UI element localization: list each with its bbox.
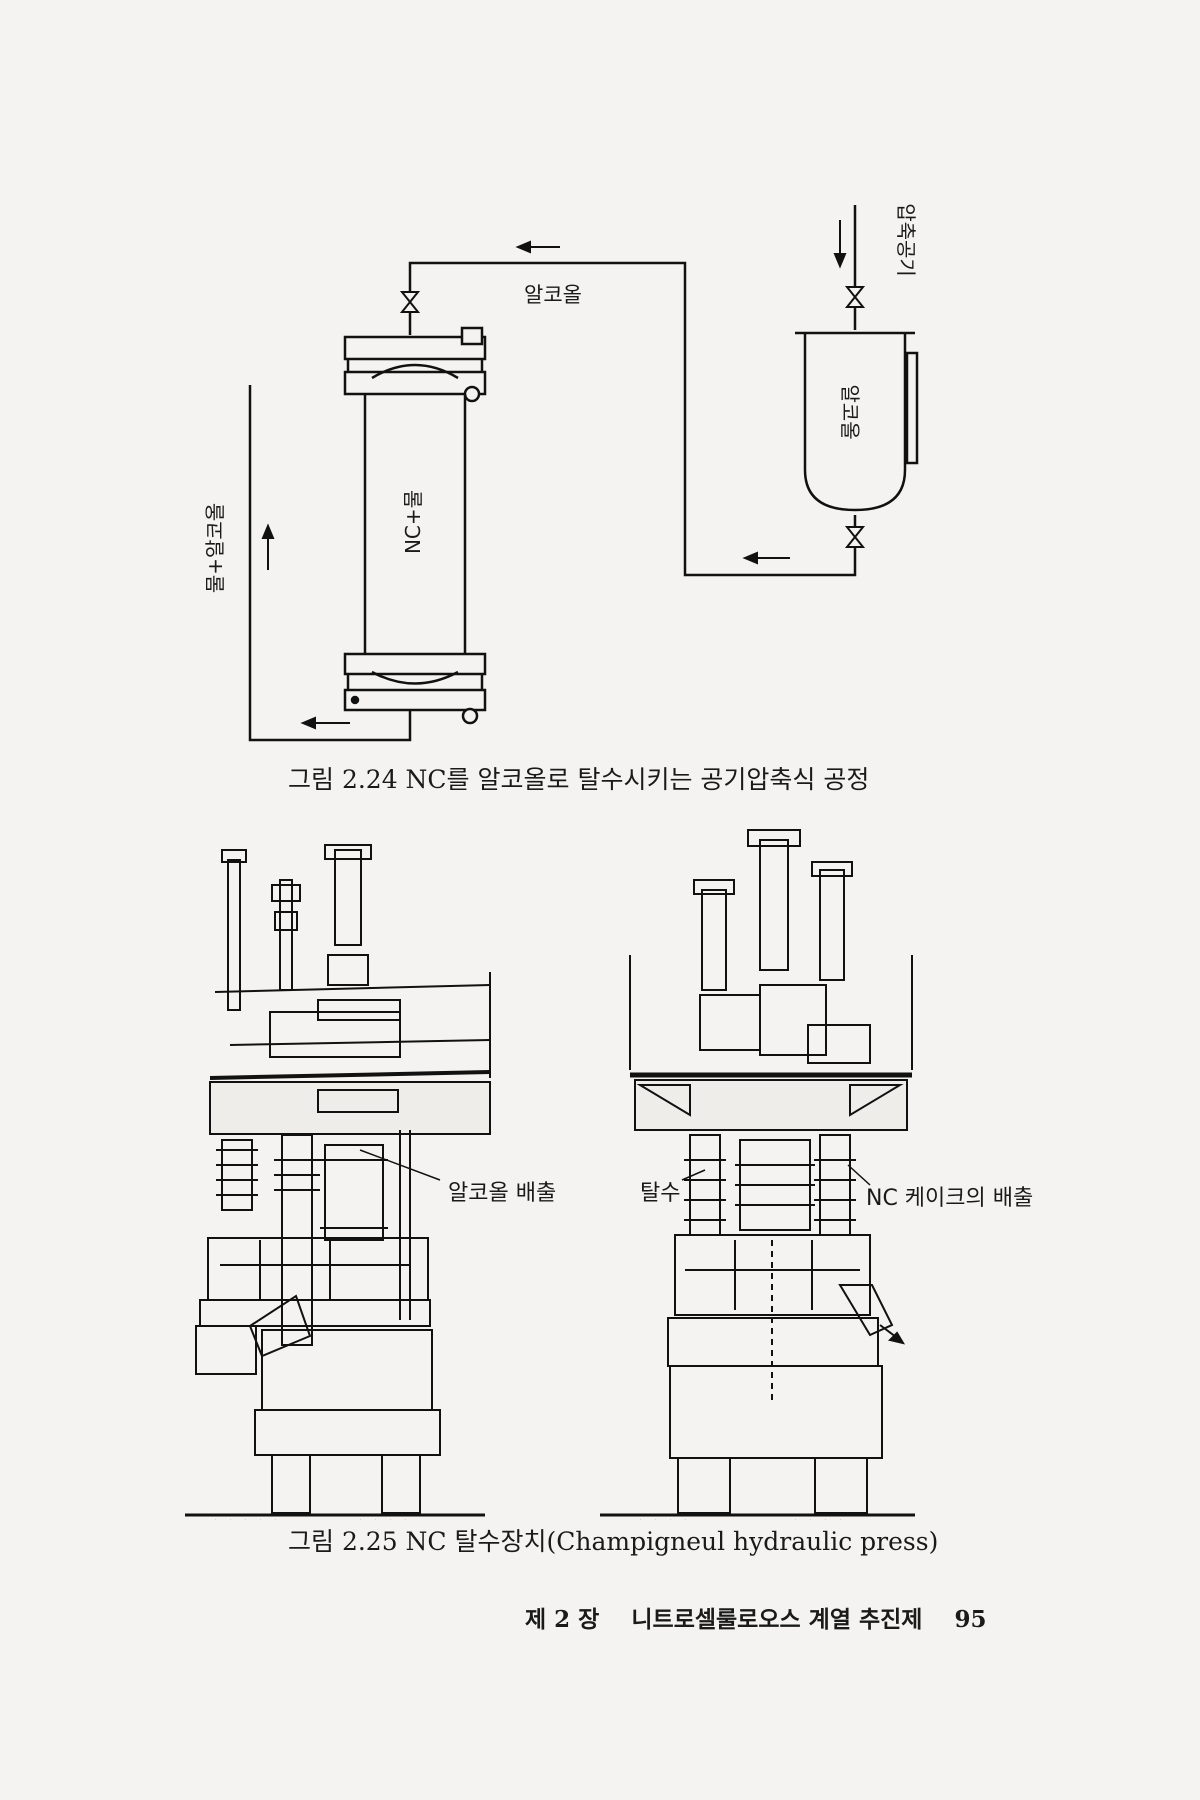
figure-2-25-diagram: 알코올 배출 탈수 NC 케이크의 배출	[185, 829, 1033, 1520]
leader-lines	[359, 1149, 871, 1186]
outlet-label: 물+알코올	[203, 503, 227, 593]
footer-title: 니트로셀룰로오스 계열 추진제	[631, 1606, 923, 1633]
figure-2-24-diagram: 압축공기 알코올 NC+물 물+알코올 알코올	[203, 203, 919, 742]
valve-icons	[399, 286, 866, 548]
dewatering-label: 탈수	[640, 1181, 680, 1206]
footer-chapter: 제 2 장	[525, 1606, 600, 1633]
compressed-air-label: 압축공기	[894, 203, 918, 277]
column-content-label: NC+물	[401, 490, 425, 554]
page-footer: 제 2 장 니트로셀룰로오스 계열 추진제 95	[525, 1600, 987, 1634]
figure-2-24-caption: 그림 2.24 NC를 알코올로 탈수시키는 공기압축식 공정	[288, 765, 870, 794]
figure-2-25-caption: 그림 2.25 NC 탈수장치(Champigneul hydraulic pr…	[288, 1527, 939, 1556]
column-vessel	[343, 326, 487, 725]
flow-arrows	[261, 220, 847, 730]
alcohol-discharge-label: 알코올 배출	[448, 1181, 556, 1206]
press-right	[600, 829, 915, 1520]
alcohol-tank	[795, 331, 919, 512]
tank-content-label: 알코올	[838, 384, 862, 439]
page-number: 95	[954, 1606, 987, 1633]
press-left	[185, 844, 491, 1520]
cake-discharge-label: NC 케이크의 배출	[866, 1186, 1033, 1211]
alcohol-line-label: 알코올	[524, 283, 582, 307]
